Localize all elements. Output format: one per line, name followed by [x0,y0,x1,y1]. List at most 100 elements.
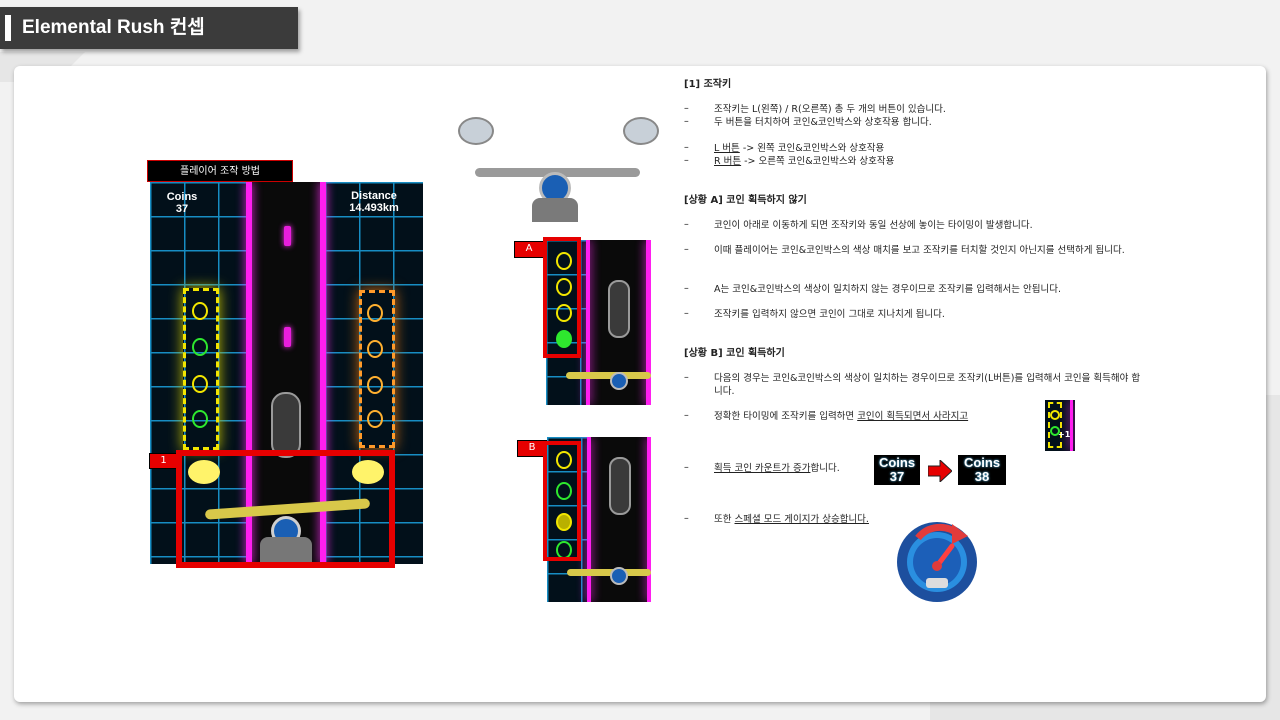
coin-orange [367,304,383,322]
handlebar-illustration [455,112,660,224]
section3-bullet-4: 또한 스페셜 모드 게이지가 상승합니다. [714,513,869,526]
bullet-dash: – [684,116,689,127]
bullet-dash: – [684,462,689,473]
section3-bullet-1: 다음의 경우는 코인&코인박스의 색상이 일치하는 경우이므로 조작키(L버튼)… [714,373,1141,397]
coin-yellow [1050,410,1060,420]
special-gauge-icon [897,522,977,602]
section1-bullet-1: 조작키는 L(왼쪽) / R(오른쪽) 총 두 개의 버튼이 있습니다. [714,104,946,115]
section3-bullet-3: 획득 코인 카운트가 증가합니다. [714,462,840,475]
section2-heading: [상황 A] 코인 획득하지 않기 [684,195,807,206]
r-button-mirror-icon [352,460,384,484]
section1-heading: [1] 조작키 [684,79,732,90]
coin-orange [367,376,383,394]
coins-hud: Coins 37 [160,191,204,215]
tag-1: 1 [149,453,178,469]
speedometer-icon [610,567,628,585]
bullet-dash: – [684,308,689,319]
distance-hud-value: 14.493km [349,202,399,214]
motorcycle-icon [271,392,301,458]
coins-badge-after: Coins 38 [958,455,1006,485]
coins-badge-label: Coins [878,455,916,470]
bullet-dash: – [684,372,689,383]
r-button-desc: -> 오른쪽 코인&코인박스와 상호작용 [741,156,895,167]
coin-yellow [192,302,208,320]
coins-hud-label: Coins [166,191,198,203]
page-title: Elemental Rush 컨셉 [0,7,298,49]
motorcycle-icon [609,457,631,515]
lane-line [1070,400,1073,451]
scenario-b-highlight [543,441,581,561]
coin-yellow [192,375,208,393]
coin-green [556,330,572,348]
l-button-text: L 버튼 [714,143,740,154]
distance-hud: Distance 14.493km [342,190,406,214]
handlebar-bar [566,372,651,379]
distance-hud-label: Distance [351,190,397,202]
section3-bullet-3-underline: 획득 코인 카운트가 증가 [714,463,811,474]
coin-orange [367,410,383,428]
left-mirror-icon [458,117,494,145]
lane-line [646,240,651,405]
tag-a: A [514,241,544,258]
section3-bullet-4-underline: 스페셜 모드 게이지가 상승합니다. [734,514,869,525]
section2-bullet-2: 이때 플레이어는 코인&코인박스의 색상 매치를 보고 조작키를 터치할 것인지… [714,245,1125,256]
section2-bullet-3: A는 코인&코인박스의 색상이 일치하지 않는 경우이므로 조작키를 입력해서는… [714,284,1061,295]
controls-highlight-frame [176,450,395,568]
scenario-a-highlight [543,237,581,358]
right-mirror-icon [623,117,659,145]
bullet-dash: – [684,283,689,294]
coin-column [1048,402,1062,448]
coin-yellow [556,278,572,296]
section3-bullet-2-text: 정확한 타이밍에 조작키를 입력하면 [714,411,858,422]
bullet-dash: – [684,219,689,230]
handlebar-bar [567,569,651,576]
coins-hud-value: 37 [175,203,189,215]
coin-yellow [556,451,572,469]
coin-green [192,338,208,356]
coins-badge-value: 37 [889,469,905,484]
grid-left [150,182,250,564]
motorcycle-icon [608,280,630,338]
coin-yellow [556,304,572,322]
section1-bullet-2: 두 버튼을 터치하여 코인&코인박스와 상호작용 합니다. [714,117,932,128]
lane-line-left [246,182,252,564]
coin-collect-thumbnail: +1 [1045,400,1075,451]
l-button-desc: -> 왼쪽 코인&코인박스와 상호작용 [739,143,885,154]
coinbox-left [183,288,219,450]
section3-bullet-2-underline: 코인이 획득되면서 사라지고 [857,411,969,422]
section1-bullet-3: L 버튼 -> 왼쪽 코인&코인박스와 상호작용 [714,142,884,155]
speedometer-icon [610,372,628,390]
coin-yellow [556,513,572,531]
game-screen: Coins 37 Distance 14.493km [150,182,423,564]
illustration-label: 플레이어 조작 방법 [147,160,293,182]
bullet-dash: – [684,513,689,524]
coin-green [192,410,208,428]
bullet-dash: – [684,103,689,114]
lane-line [586,240,590,405]
bike-body [260,537,312,564]
r-button-text: R 버튼 [714,156,742,167]
coins-badge-label: Coins [963,455,1001,470]
section3-bullet-3-text: 합니다. [810,463,840,474]
scenario-a-screen [546,240,651,405]
plus-one-label: +1 [1058,430,1071,439]
bullet-dash: – [684,142,689,153]
lane-dash [284,327,291,347]
lane-line-right [320,182,326,564]
section3-bullet-4-text: 또한 [714,514,735,525]
section2-bullet-1: 코인이 아래로 이동하게 되면 조작키와 동일 선상에 놓이는 타이밍이 발생합… [714,220,1033,231]
arrow-right-icon [928,460,952,482]
coins-badge-value: 38 [974,469,990,484]
section3-heading: [상황 B] 코인 획득하기 [684,348,785,359]
coin-green [1050,426,1060,436]
coin-yellow [556,252,572,270]
lane-line [587,437,591,602]
coin-orange [367,340,383,358]
section3-bullet-2: 정확한 타이밍에 조작키를 입력하면 코인이 획득되면서 사라지고 [714,410,968,423]
l-button-mirror-icon [188,460,220,484]
tag-b: B [517,440,547,457]
bullet-dash: – [684,155,689,166]
lane-dash [284,226,291,246]
coinbox-right [359,290,395,448]
coins-badge-before: Coins 37 [874,455,920,485]
